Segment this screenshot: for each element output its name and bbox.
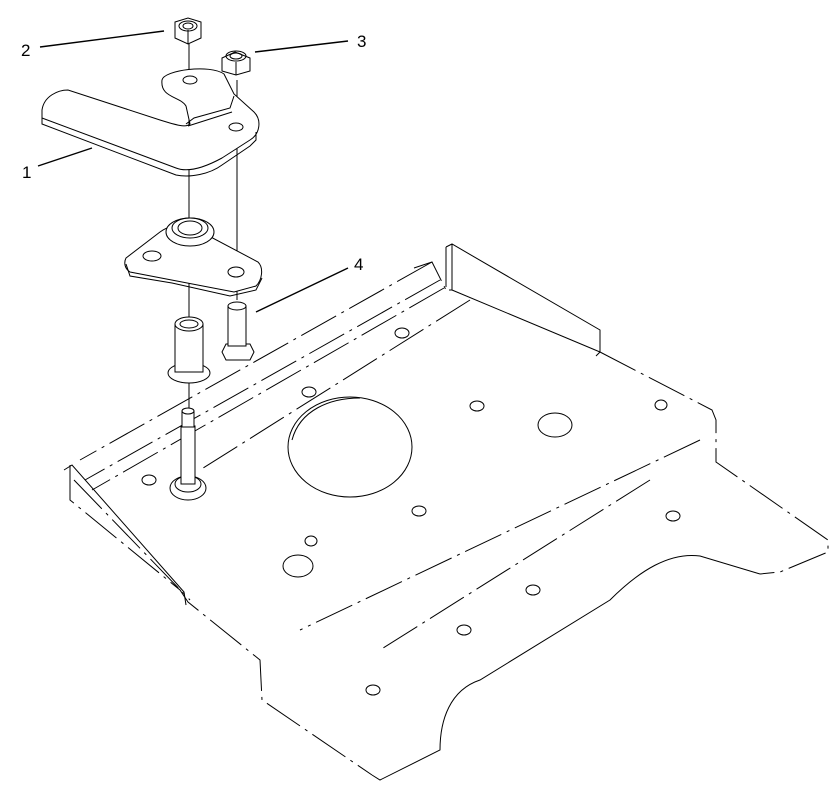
callout-2: 2 xyxy=(21,41,31,60)
leader-line-2 xyxy=(39,30,165,48)
leader-lines xyxy=(37,30,349,313)
pivot-bracket xyxy=(124,217,263,297)
leader-line-3 xyxy=(254,40,349,53)
flanged-bushing xyxy=(167,316,211,384)
lock-nut-3 xyxy=(221,50,251,76)
plate-holes xyxy=(141,327,681,696)
leader-line-4 xyxy=(255,267,349,313)
leader-line-1 xyxy=(37,147,93,167)
lock-nut-2 xyxy=(174,17,202,45)
callout-3: 3 xyxy=(357,32,367,51)
callout-1: 1 xyxy=(22,163,32,182)
shoulder-bolt xyxy=(169,407,207,501)
base-plate xyxy=(63,243,829,781)
callout-4: 4 xyxy=(354,255,364,274)
hex-bolt-4 xyxy=(221,301,255,361)
lever-handle xyxy=(41,68,260,177)
